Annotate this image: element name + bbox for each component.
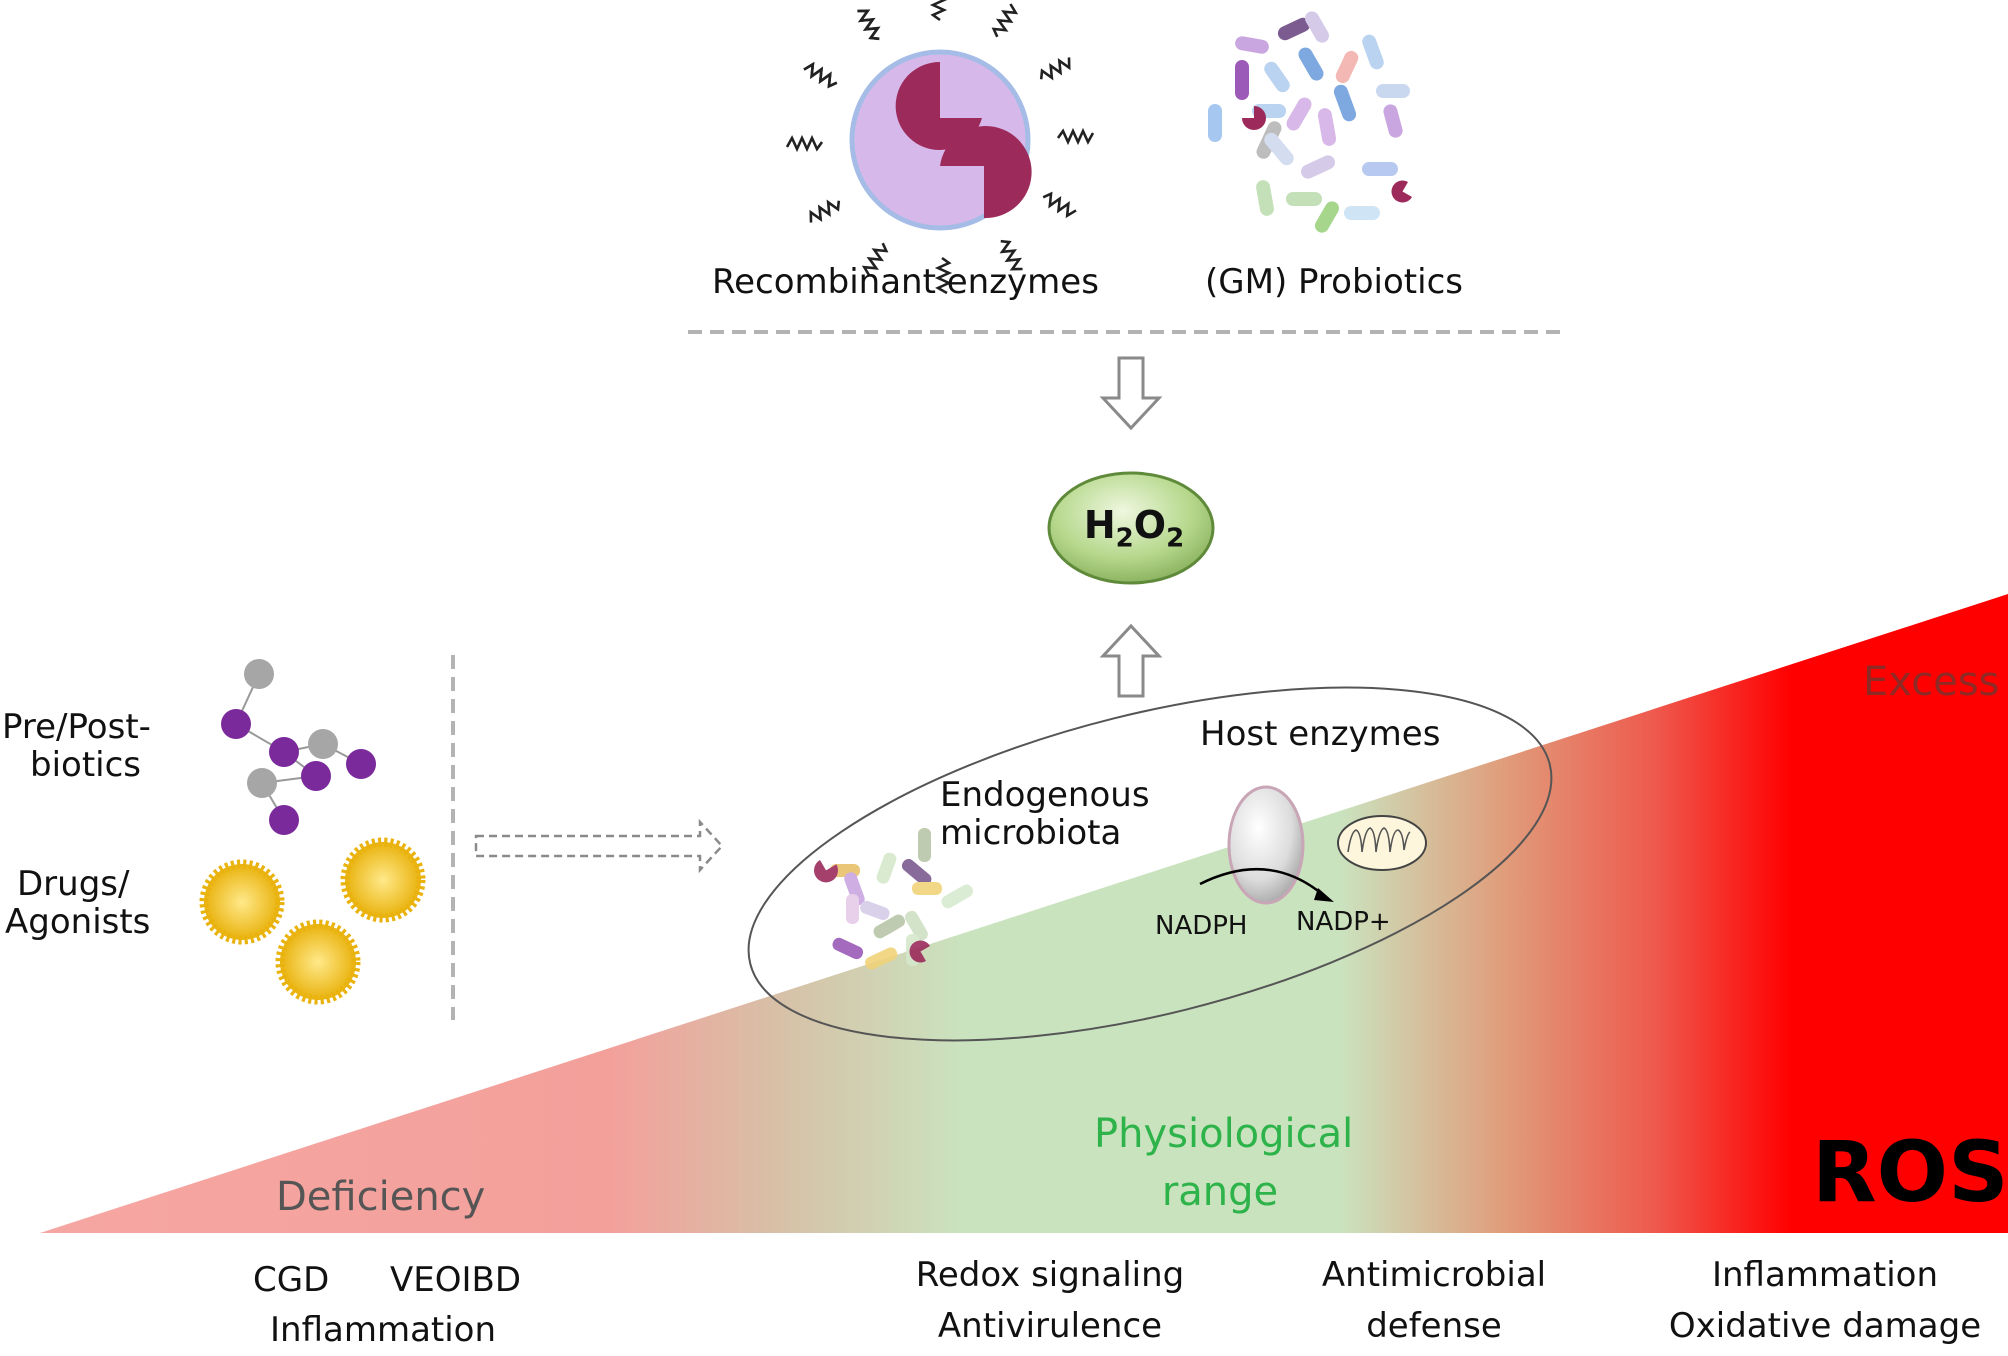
h2o2-sub2: 2 <box>1166 523 1185 554</box>
endogenous-bacteria-icon <box>814 828 974 970</box>
deficiency-label: Deficiency <box>276 1174 486 1220</box>
cgd-label: CGD <box>253 1260 330 1300</box>
nadph-label: NADPH <box>1155 911 1248 941</box>
h2o2-ellipse <box>1047 471 1215 585</box>
physiological-range-label: Physiological range <box>1094 1105 1354 1221</box>
recombinant-enzymes-label: Recombinant enzymes <box>712 262 1099 302</box>
defense-line: defense <box>1366 1306 1502 1346</box>
h2o2-sub1: 2 <box>1115 523 1134 554</box>
sun-drug-icon <box>199 837 426 1005</box>
polymer-bead-icon <box>221 659 376 835</box>
host-enzymes-label: Host enzymes <box>1200 714 1441 754</box>
h2o2-label: H2O2 <box>1080 504 1188 554</box>
prepost-line2: biotics <box>30 745 142 786</box>
drugs-line1: Drugs/ <box>17 864 130 904</box>
redox-line: Redox signaling <box>915 1255 1185 1295</box>
nadp-label: NADP+ <box>1296 907 1391 937</box>
drugs-agonists-label: Drugs/Agonists <box>5 865 150 941</box>
reaction-arrow-icon <box>1199 867 1323 895</box>
block-arrow-up-icon <box>1099 623 1163 698</box>
ros-gradient-wedge <box>40 594 2008 1233</box>
physio-line2: range <box>1161 1169 1279 1215</box>
veoibd-label: VEOIBD <box>390 1260 522 1300</box>
antimicrobial-line: Antimicrobial <box>1321 1255 1547 1295</box>
prepostbiotics-label: Pre/Post-biotics <box>2 708 151 784</box>
probiotics-label: (GM) Probiotics <box>1205 262 1463 302</box>
antimicrobial-defense-label: Antimicrobial defense <box>1306 1250 1562 1352</box>
host-microbiota-ellipse <box>747 686 1553 1042</box>
h2o2-o: O <box>1133 503 1167 547</box>
block-arrow-down-icon <box>1099 356 1163 431</box>
physio-line1: Physiological <box>1094 1111 1354 1157</box>
excess-label: Excess <box>1863 659 2000 705</box>
probiotic-bacteria-icon <box>1208 11 1413 233</box>
ros-label: ROS <box>1812 1123 2008 1221</box>
oxidative-line: Oxidative damage <box>1668 1306 1982 1346</box>
drugs-line2: Agonists <box>5 902 151 943</box>
endo-line1: Endogenous <box>940 775 1150 815</box>
neutrophil-enzyme-icon <box>785 0 1095 295</box>
prepost-line1: Pre/Post- <box>2 707 151 747</box>
h2o2-h: H <box>1083 503 1116 547</box>
inflammation-left-label: Inflammation <box>270 1310 497 1350</box>
dashed-arrow-right-icon <box>474 818 724 874</box>
inflammation-right-line: Inflammation <box>1711 1255 1939 1295</box>
antivirulence-line: Antivirulence <box>937 1306 1163 1346</box>
endo-line2: microbiota <box>940 813 1122 854</box>
host-enzyme-icon <box>1227 785 1305 905</box>
mitochondrion-icon <box>1337 815 1427 871</box>
